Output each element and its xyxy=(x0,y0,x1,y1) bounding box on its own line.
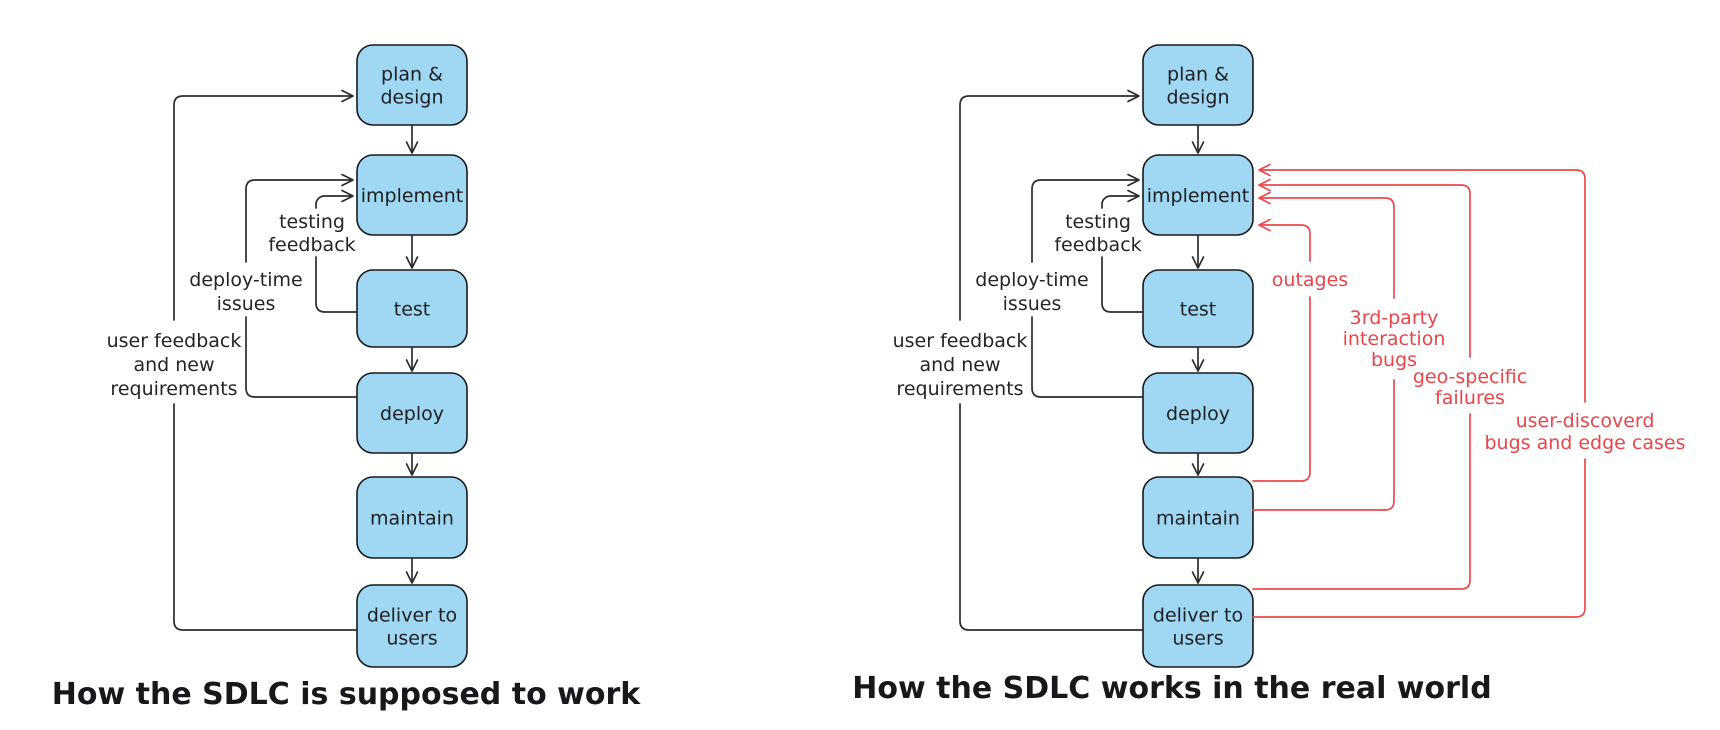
ideal-edge-label-deploy-time-issues: deploy-time xyxy=(189,269,302,291)
ideal-node-label-deploy: deploy xyxy=(380,403,444,425)
ideal-edge-deploy-time-issues xyxy=(245,316,358,398)
real-node-plan-design xyxy=(1142,44,1254,126)
real-node-label-plan-design: plan & xyxy=(1167,64,1229,86)
ideal-edge-user-feedback-and-new-requirements xyxy=(173,89,354,321)
real-node-maintain xyxy=(1142,476,1254,559)
real-node-label-maintain: maintain xyxy=(1156,508,1240,530)
ideal-node-label-test: test xyxy=(394,299,431,321)
real-edge-deploy-time-issues xyxy=(1031,316,1144,398)
ideal-edge-user-feedback-and-new-requirements xyxy=(173,403,358,631)
real-edge-label-user-feedback-and-new-requirements: and new xyxy=(919,354,1000,376)
real-red-edge-label-3rd-party-interaction-bugs: interaction xyxy=(1343,328,1446,350)
real-node-label-deliver-to-users: users xyxy=(1172,628,1223,650)
ideal-edge-deploy-time-issues xyxy=(245,173,354,263)
real-red-edge-label-3rd-party-interaction-bugs: bugs xyxy=(1371,349,1417,371)
ideal-node-label-maintain: maintain xyxy=(370,508,454,530)
ideal-edge-label-user-feedback-and-new-requirements: requirements xyxy=(110,378,237,400)
real-node-label-test: test xyxy=(1180,299,1217,321)
real-edge-label-user-feedback-and-new-requirements: requirements xyxy=(896,378,1023,400)
real-red-edge-label-outages: outages xyxy=(1272,269,1348,291)
real-edge-label-testing-feedback: testing xyxy=(1065,211,1131,233)
real-red-edge-label-3rd-party-interaction-bugs: 3rd-party xyxy=(1350,307,1439,329)
ideal-node-label-implement: implement xyxy=(361,185,464,207)
real-red-edge-label-user-discoverd-bugs-and-edge-cases: user-discoverd xyxy=(1516,410,1655,432)
real-node-implement xyxy=(1142,154,1254,236)
panel-ideal: plan &design implement test deploy maintain d… xyxy=(107,44,468,668)
ideal-edge-testing-feedback xyxy=(315,189,354,209)
ideal-node-label-deliver-to-users: users xyxy=(386,628,437,650)
real-edge-testing-feedback xyxy=(1101,189,1140,209)
real-node-label-plan-design: design xyxy=(1166,87,1229,109)
real-red-edge-geo-specific-failures xyxy=(1252,413,1471,590)
ideal-node-label-plan-design: plan & xyxy=(381,64,443,86)
caption-ideal: How the SDLC is supposed to work xyxy=(52,677,641,712)
real-node-label-deliver-to-users: deliver to xyxy=(1153,605,1243,627)
ideal-node-deliver-to-users xyxy=(356,584,468,668)
ideal-edge-testing-feedback xyxy=(315,256,358,313)
ideal-node-plan-design xyxy=(356,44,468,126)
real-edge-deploy-time-issues xyxy=(1031,173,1140,263)
real-node-label-implement: implement xyxy=(1147,185,1250,207)
real-red-edge-geo-specific-failures xyxy=(1258,178,1471,358)
real-red-edge-user-discoverd-bugs-and-edge-cases xyxy=(1252,458,1586,618)
real-edge-testing-feedback xyxy=(1101,256,1144,313)
caption-real: How the SDLC works in the real world xyxy=(852,671,1491,706)
real-node-deploy xyxy=(1142,372,1254,454)
ideal-edge-label-user-feedback-and-new-requirements: user feedback xyxy=(107,330,242,352)
real-node-deliver-to-users xyxy=(1142,584,1254,668)
panel-real: plan &design implement test deploy maintain d… xyxy=(893,44,1686,668)
real-red-edge-user-discoverd-bugs-and-edge-cases xyxy=(1258,163,1586,403)
ideal-node-maintain xyxy=(356,476,468,559)
real-red-edge-3rd-party-interaction-bugs xyxy=(1258,191,1395,299)
real-red-edge-outages xyxy=(1258,218,1311,262)
ideal-edge-label-user-feedback-and-new-requirements: and new xyxy=(133,354,214,376)
real-red-edge-3rd-party-interaction-bugs xyxy=(1252,379,1395,511)
ideal-node-test xyxy=(356,269,468,348)
real-red-edge-outages xyxy=(1252,296,1311,482)
real-edge-label-testing-feedback: feedback xyxy=(1054,234,1141,256)
real-node-label-deploy: deploy xyxy=(1166,403,1230,425)
real-edge-user-feedback-and-new-requirements xyxy=(959,403,1144,631)
real-node-test xyxy=(1142,269,1254,348)
real-edge-label-deploy-time-issues: issues xyxy=(1003,293,1062,315)
ideal-node-label-deliver-to-users: deliver to xyxy=(367,605,457,627)
real-edge-label-deploy-time-issues: deploy-time xyxy=(975,269,1088,291)
ideal-edge-label-deploy-time-issues: issues xyxy=(217,293,276,315)
ideal-edge-label-testing-feedback: testing xyxy=(279,211,345,233)
real-edge-label-user-feedback-and-new-requirements: user feedback xyxy=(893,330,1028,352)
real-red-edge-label-user-discoverd-bugs-and-edge-cases: bugs and edge cases xyxy=(1484,432,1685,454)
ideal-edge-label-testing-feedback: feedback xyxy=(268,234,355,256)
ideal-node-label-plan-design: design xyxy=(380,87,443,109)
diagram-render-root: plan &designimplementtestdeploymaintaind… xyxy=(107,44,1686,668)
ideal-node-deploy xyxy=(356,372,468,454)
real-red-edge-label-geo-specific-failures: geo-specific xyxy=(1413,366,1527,388)
real-edge-user-feedback-and-new-requirements xyxy=(959,89,1140,321)
ideal-node-implement xyxy=(356,154,468,236)
real-red-edge-label-geo-specific-failures: failures xyxy=(1435,387,1505,409)
